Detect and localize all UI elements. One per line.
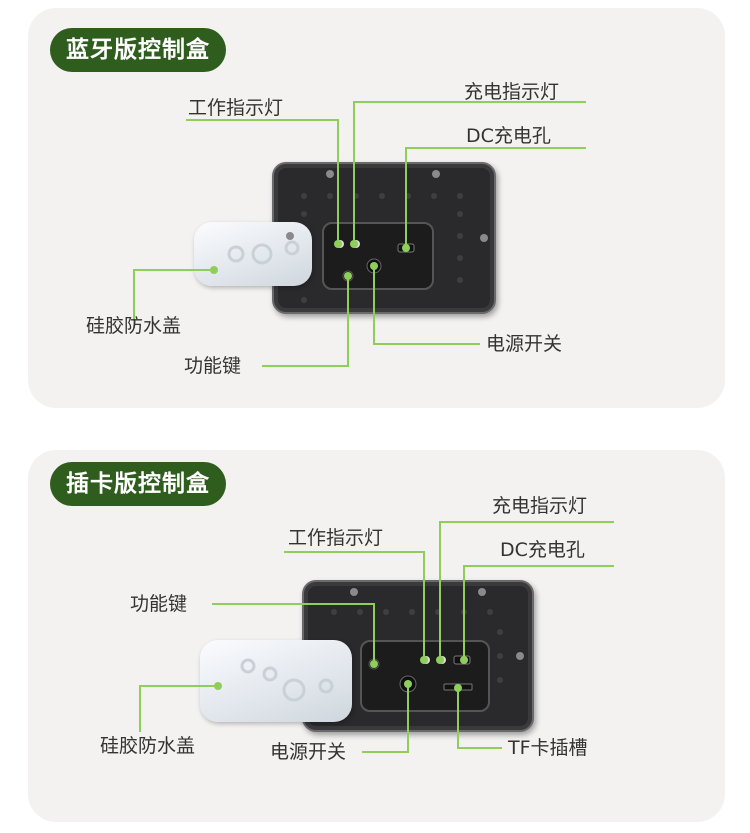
leader-lines-a [133, 101, 586, 367]
label-dc-charge-port: DC充电孔 [500, 539, 585, 561]
label-power-switch: 电源开关 [270, 741, 347, 763]
leader-lines-b [139, 521, 614, 753]
label-function-key: 功能键 [130, 593, 188, 615]
grip-dots-a [301, 193, 463, 303]
label-function-key: 功能键 [184, 355, 242, 377]
grip-dots-b [331, 609, 503, 683]
label-charge-indicator-light: 充电指示灯 [492, 495, 588, 517]
section-title-card: 插卡版控制盒 [50, 462, 226, 506]
card-control-box-panel: 插卡版控制盒 [28, 450, 725, 822]
label-silicone-waterproof-cap: 硅胶防水盖 [86, 315, 182, 337]
label-work-indicator-light: 工作指示灯 [188, 97, 284, 119]
label-charge-indicator-light: 充电指示灯 [464, 81, 560, 103]
label-work-indicator-light: 工作指示灯 [288, 527, 384, 549]
section-title-bluetooth: 蓝牙版控制盒 [50, 28, 226, 72]
label-dc-charge-port: DC充电孔 [466, 125, 551, 147]
label-power-switch: 电源开关 [486, 333, 563, 355]
control-box-faceplate-bluetooth [322, 222, 434, 290]
label-tf-card-slot: TF卡插槽 [508, 737, 588, 759]
label-silicone-waterproof-cap: 硅胶防水盖 [100, 735, 196, 757]
